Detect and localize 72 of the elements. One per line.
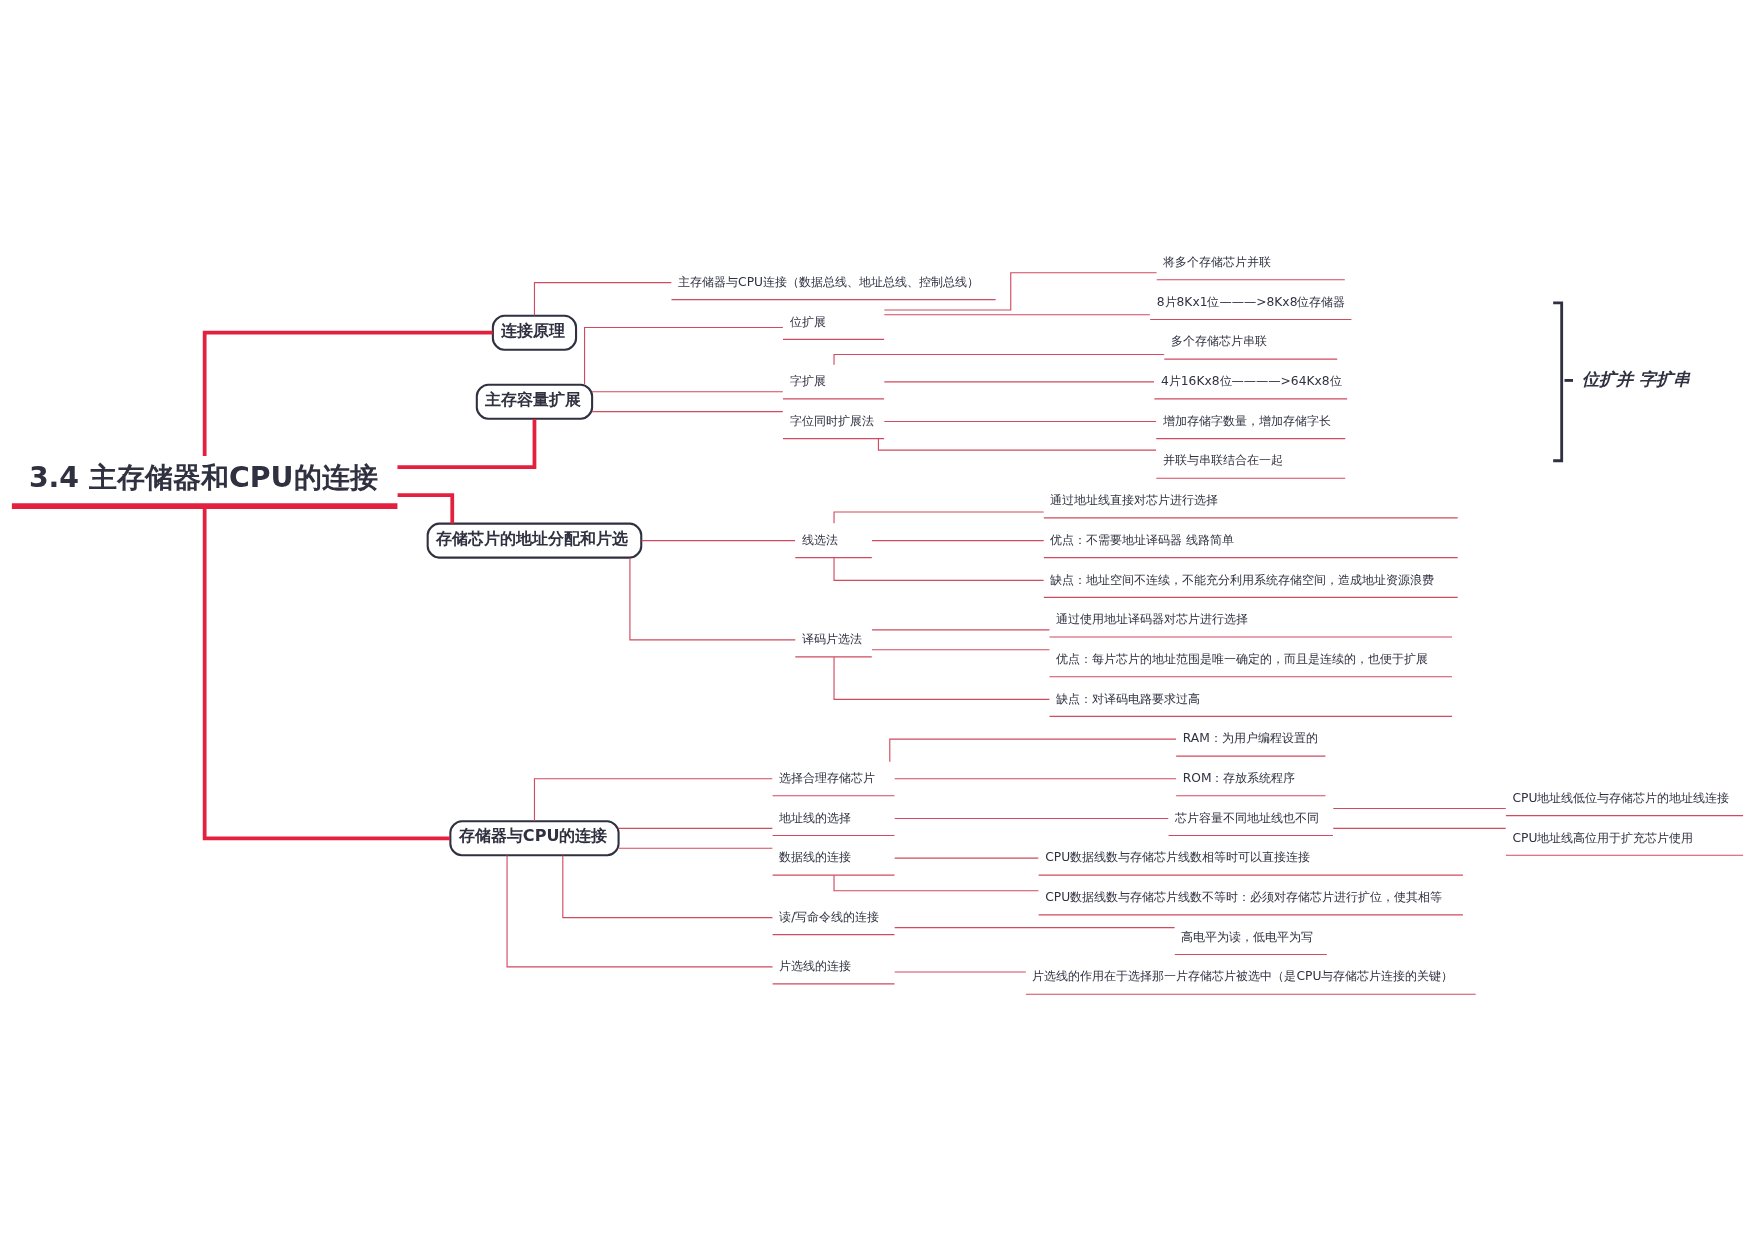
connector bbox=[883, 381, 1155, 383]
node-text: CPU地址线低位与存储芯片的地址线连接 bbox=[1512, 790, 1730, 805]
node-box: 存储芯片的地址分配和片选 bbox=[426, 522, 643, 559]
connector bbox=[562, 854, 774, 919]
connector bbox=[883, 314, 1151, 316]
node-text: 数据线的连接 bbox=[779, 850, 852, 865]
connector bbox=[1332, 827, 1507, 829]
label: 位扩并 字扩串 bbox=[1582, 369, 1690, 390]
node-text: CPU数据线数与存储芯片线数不等时：必须对存储芯片进行扩位，使其相等 bbox=[1045, 890, 1443, 905]
connector bbox=[833, 656, 1050, 700]
node-text: 高电平为读，低电平为写 bbox=[1181, 929, 1314, 944]
connector bbox=[894, 817, 1169, 819]
node-text: ROM：存放系统程序 bbox=[1182, 770, 1296, 785]
node-text: 片选线的作用在于选择那一片存储芯片被选中（是CPU与存储芯片连接的关键） bbox=[1032, 969, 1454, 984]
node-text: CPU地址线高位用于扩充芯片使用 bbox=[1512, 830, 1694, 845]
node-text: 片选线的连接 bbox=[779, 959, 852, 974]
connector bbox=[894, 857, 1039, 859]
connector bbox=[871, 629, 1050, 631]
node-box: 主存容量扩展 bbox=[475, 383, 594, 420]
node-text: 译码片选法 bbox=[801, 632, 862, 647]
connector bbox=[871, 649, 1050, 651]
connector bbox=[533, 282, 672, 317]
connector bbox=[591, 411, 784, 413]
node-text: 通过地址线直接对芯片进行选择 bbox=[1050, 493, 1219, 508]
node-text: 将多个存储芯片并联 bbox=[1163, 255, 1272, 269]
node-text: 字位同时扩展法 bbox=[789, 413, 874, 428]
connector bbox=[894, 927, 1176, 929]
connector bbox=[833, 511, 1045, 524]
connector bbox=[894, 778, 1177, 780]
node-text: 线选法 bbox=[801, 532, 838, 547]
node-box: 连接原理 bbox=[491, 314, 578, 351]
connector bbox=[833, 557, 1045, 581]
node-text: 字扩展 bbox=[789, 374, 826, 389]
node-text: 优点：不需要地址译码器 线路简单 bbox=[1050, 532, 1235, 547]
node-text: CPU数据线数与存储芯片线数相等时可以直接连接 bbox=[1045, 850, 1311, 865]
connector bbox=[618, 827, 773, 829]
node-text: 缺点：地址空间不连续，不能充分利用系统存储空间，造成地址资源浪费 bbox=[1050, 572, 1435, 587]
node-text: 3.4 主存储器和CPU的连接 bbox=[28, 461, 378, 495]
connector bbox=[629, 557, 796, 641]
node-text: 增加存储字数量，增加存储字长 bbox=[1162, 413, 1331, 428]
node-text: 多个存储芯片串联 bbox=[1170, 334, 1267, 349]
connector bbox=[618, 847, 773, 849]
connector bbox=[877, 438, 1157, 451]
connector bbox=[591, 391, 784, 393]
connector bbox=[397, 418, 537, 470]
node-text: RAM：为用户编程设置的 bbox=[1182, 731, 1318, 746]
node-text: 缺点：对译码电路要求过高 bbox=[1056, 691, 1201, 706]
connector bbox=[202, 506, 450, 841]
connector bbox=[533, 778, 773, 822]
node-text: 地址线的选择 bbox=[779, 810, 852, 825]
connector bbox=[833, 353, 1165, 366]
connector bbox=[584, 326, 784, 386]
node-text: 并联与串联结合在一起 bbox=[1162, 453, 1283, 468]
node-text: 芯片容量不同地址线也不同 bbox=[1175, 810, 1320, 825]
connector bbox=[889, 738, 1177, 763]
connector bbox=[506, 854, 774, 968]
node-text: 通过使用地址译码器对芯片进行选择 bbox=[1056, 612, 1249, 627]
connector bbox=[883, 272, 1158, 311]
connector bbox=[1332, 807, 1507, 810]
node-text: 优点：每片芯片的地址范围是唯一确定的，而且是连续的，也便于扩展 bbox=[1056, 651, 1429, 666]
node-text: 位扩展 bbox=[789, 314, 826, 329]
connector bbox=[883, 421, 1157, 423]
connector bbox=[202, 330, 493, 456]
node-text: 主存储器与CPU连接（数据总线、地址总线、控制总线） bbox=[678, 274, 980, 289]
node-text: 4片16Kx8位————>64Kx8位 bbox=[1161, 374, 1342, 389]
node-box: 存储器与CPU的连接 bbox=[449, 820, 620, 857]
node-text: 读/写命令线的连接 bbox=[779, 909, 880, 924]
connector bbox=[641, 540, 796, 542]
node-text: 8片8Kx1位———>8Kx8位存储器 bbox=[1156, 294, 1346, 309]
connector bbox=[833, 874, 1039, 892]
node-text: 选择合理存储芯片 bbox=[779, 770, 876, 785]
connector bbox=[871, 540, 1045, 542]
